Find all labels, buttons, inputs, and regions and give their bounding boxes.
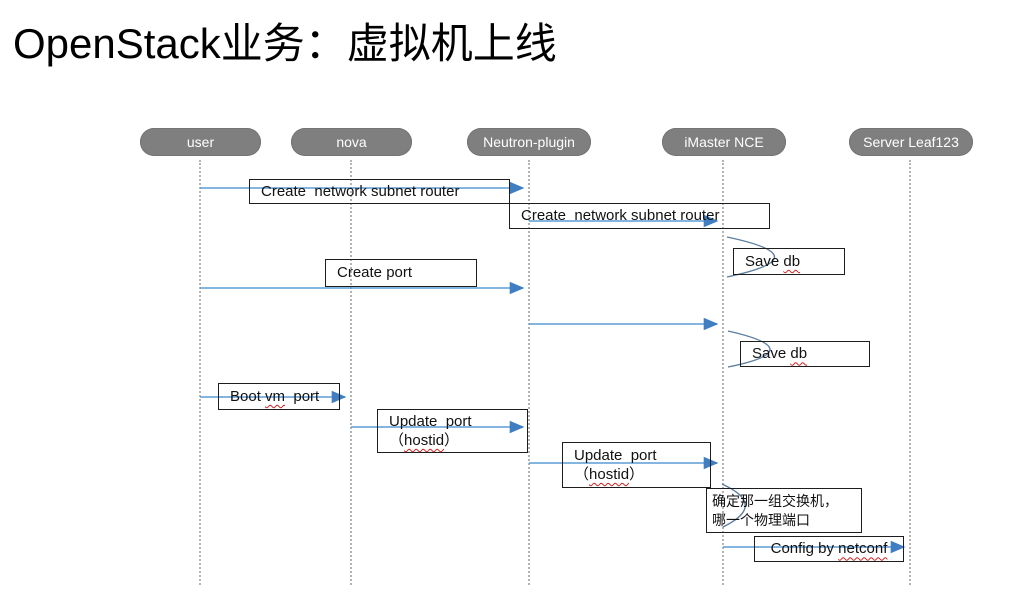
actor-server-leaf123: Server Leaf123	[849, 128, 973, 156]
message-text-line2: （hostid）	[574, 466, 645, 483]
label-config-by-netconf: Config by netconf	[754, 536, 904, 562]
label-create-port: Create port	[325, 259, 477, 287]
label-boot-vm-port: Boot vm port	[218, 383, 340, 410]
misspelled-word: hostid	[404, 432, 445, 449]
actor-imaster-nce: iMaster NCE	[662, 128, 786, 156]
message-text: Create network subnet router	[261, 182, 460, 200]
misspelled-word: db	[790, 345, 808, 363]
lifeline-user	[199, 160, 201, 585]
message-text: Create network subnet router	[521, 207, 720, 225]
message-text: Config by netconf	[770, 540, 888, 558]
label-save-db-2: Save db	[740, 341, 870, 367]
note-determine-switch-port: 确定那一组交换机， 哪一个物理端口	[706, 488, 862, 533]
note-text-line1: 确定那一组交换机，	[712, 493, 838, 510]
lifeline-imaster-nce	[722, 160, 724, 585]
lifeline-server-leaf123	[909, 160, 911, 585]
actor-nova: nova	[291, 128, 412, 156]
message-text-line2: （hostid）	[389, 432, 460, 449]
label-update-port-2: Update port （hostid）	[562, 442, 711, 488]
page-title: OpenStack业务：虚拟机上线	[13, 20, 557, 67]
label-create-network-2: Create network subnet router	[509, 203, 770, 229]
note-text-line2: 哪一个物理端口	[712, 511, 810, 528]
misspelled-word: hostid	[589, 466, 630, 483]
message-text: Save db	[745, 252, 801, 270]
actor-user: user	[140, 128, 261, 156]
label-save-db-1: Save db	[733, 248, 845, 275]
message-text-line1: Update port	[389, 412, 472, 430]
message-text-line1: Update port	[574, 446, 657, 464]
lifeline-neutron-plugin	[528, 160, 530, 585]
misspelled-word: db	[783, 252, 801, 270]
lifeline-nova	[350, 160, 352, 585]
message-text: Create port	[337, 264, 413, 282]
label-create-network-1: Create network subnet router	[249, 179, 510, 204]
label-update-port-1: Update port （hostid）	[377, 409, 528, 453]
message-text: Boot vm port	[230, 387, 320, 405]
actor-neutron-plugin: Neutron-plugin	[467, 128, 591, 156]
misspelled-word: netconf	[838, 540, 888, 558]
misspelled-word: vm	[265, 387, 286, 405]
message-text: Save db	[752, 345, 808, 363]
